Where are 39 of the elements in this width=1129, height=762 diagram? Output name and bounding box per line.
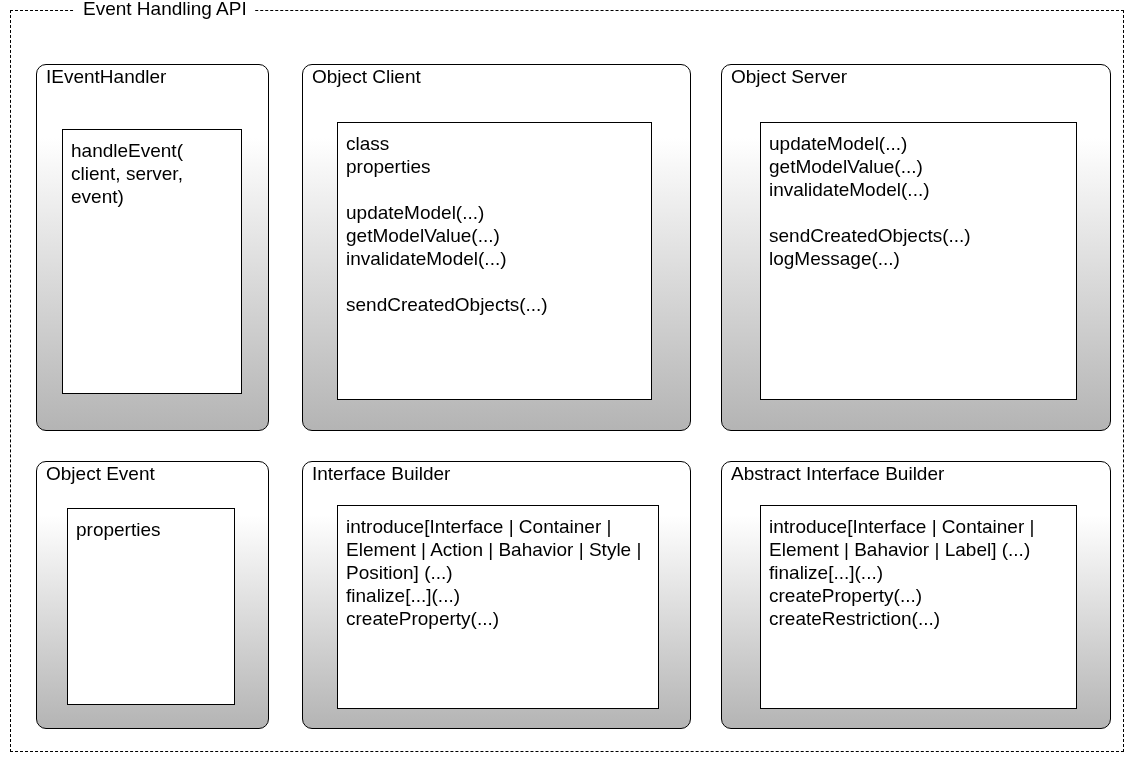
method-text: getModelValue(...) (769, 155, 924, 178)
card-title: IEventHandler (46, 65, 167, 89)
method-text: finalize[...](...) (346, 584, 462, 607)
class-card (36, 64, 269, 431)
method-list-box (760, 505, 1077, 709)
method-text: logMessage(...) (769, 247, 901, 270)
class-card (721, 64, 1111, 431)
method-list-box (337, 122, 652, 400)
method-list-box (67, 508, 235, 705)
method-text: invalidateModel(...) (769, 178, 931, 201)
method-text: sendCreatedObjects(...) (769, 224, 972, 247)
method-text: createProperty(...) (346, 607, 501, 630)
class-card (302, 64, 691, 431)
method-text: createRestriction(...) (769, 607, 942, 630)
method-text: updateModel(...) (769, 132, 909, 155)
method-text: properties (346, 155, 432, 178)
method-list-box (62, 129, 242, 394)
method-text: sendCreatedObjects(...) (346, 293, 549, 316)
method-text: updateModel(...) (346, 201, 486, 224)
group-title: Event Handling API (75, 0, 255, 21)
method-text: introduce[Interface | Container | Element | Action | Bahavior | Style | Position] (...) (346, 515, 643, 584)
method-list-box (760, 122, 1077, 400)
method-text: class (346, 132, 391, 155)
method-text: handleEvent( client, server, event) (71, 139, 183, 208)
class-card (36, 461, 269, 729)
method-text: createProperty(...) (769, 584, 924, 607)
card-title: Object Client (312, 65, 421, 89)
method-text: invalidateModel(...) (346, 247, 508, 270)
card-title: Abstract Interface Builder (731, 462, 945, 486)
card-title: Interface Builder (312, 462, 451, 486)
method-text: properties (76, 518, 162, 541)
method-list-box (337, 505, 659, 709)
method-text: introduce[Interface | Container | Element | Bahavior | Label] (...) (769, 515, 1036, 561)
method-text: getModelValue(...) (346, 224, 501, 247)
class-card (721, 461, 1111, 729)
card-title: Object Event (46, 462, 155, 486)
class-card (302, 461, 691, 729)
method-text: finalize[...](...) (769, 561, 885, 584)
card-title: Object Server (731, 65, 848, 89)
